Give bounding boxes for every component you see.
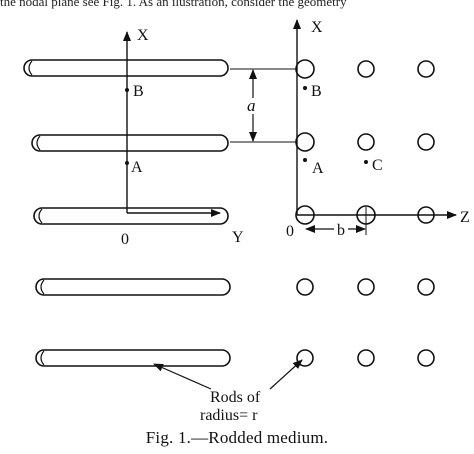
rods-note-line-2: radius= r: [200, 407, 258, 424]
point-c-label: C: [372, 157, 383, 174]
rods-note-line-1: Rods of: [210, 389, 261, 406]
rods-leader-right: [269, 359, 303, 390]
rod-cross-section: [417, 133, 435, 151]
point-b-left-dot: [125, 88, 129, 92]
point-a-left-dot: [125, 161, 129, 165]
point-a-right-label: A: [312, 160, 324, 177]
rod-cross-section: [295, 59, 315, 79]
rods-leader-left: [153, 363, 212, 390]
rod-side-row-4: [35, 278, 231, 296]
y-axis-label: Y: [232, 229, 244, 246]
point-a-right-dot: [303, 158, 307, 162]
spacing-b-label: b: [337, 222, 345, 239]
point-b-right-dot: [303, 86, 307, 90]
rod-cross-section: [296, 349, 314, 367]
rod-cross-section: [417, 60, 435, 78]
point-c-dot: [364, 160, 368, 164]
spacing-a-label: a: [247, 96, 256, 115]
rod-cross-section: [295, 132, 315, 152]
rod-cross-section: [357, 349, 375, 367]
origin-right-label: 0: [286, 223, 294, 240]
x-axis-left-label: X: [137, 27, 149, 44]
rod-cross-section: [296, 278, 314, 296]
rod-cross-section-grid: [295, 59, 435, 367]
rod-side-row-2: [31, 134, 229, 152]
figure-caption: Fig. 1.—Rodded medium.: [145, 428, 329, 447]
rod-cross-section: [357, 60, 375, 78]
rod-side-row-5: [35, 349, 231, 367]
rod-cross-section: [417, 278, 435, 296]
point-a-left-label: A: [131, 159, 143, 176]
point-b-right-label: B: [311, 83, 322, 100]
header-text-fragment: the nodal plane see Fig. 1. As an ilustr…: [0, 0, 347, 9]
z-axis-label: Z: [460, 209, 470, 226]
x-axis-right-label: X: [311, 19, 323, 36]
point-b-left-label: B: [133, 83, 144, 100]
rod-cross-section: [357, 278, 375, 296]
rod-cross-section: [417, 349, 435, 367]
rod-side-row-3: [33, 207, 229, 225]
origin-left-label: 0: [121, 231, 129, 248]
rod-cross-section: [357, 133, 375, 151]
rod-side-row-1: [23, 59, 229, 77]
